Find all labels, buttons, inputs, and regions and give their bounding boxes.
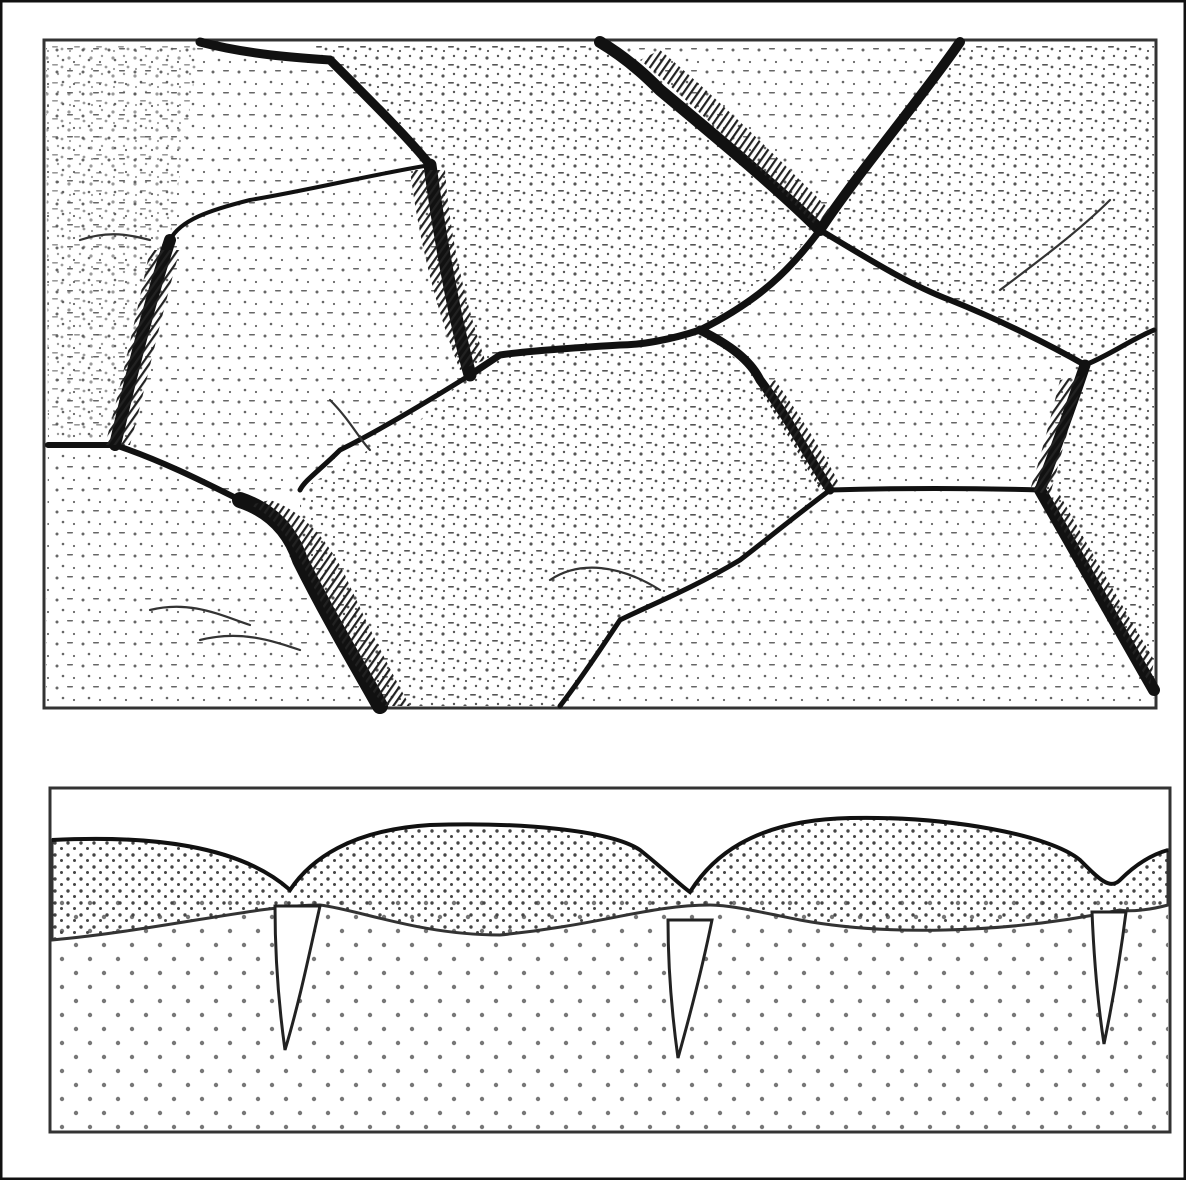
- plan-view-panel: [44, 40, 1156, 708]
- cross-section-panel: [50, 788, 1170, 1132]
- substrate-layer: [52, 900, 1168, 1130]
- polygon-fill-texture: [46, 42, 1154, 706]
- crack-line: [830, 489, 1040, 491]
